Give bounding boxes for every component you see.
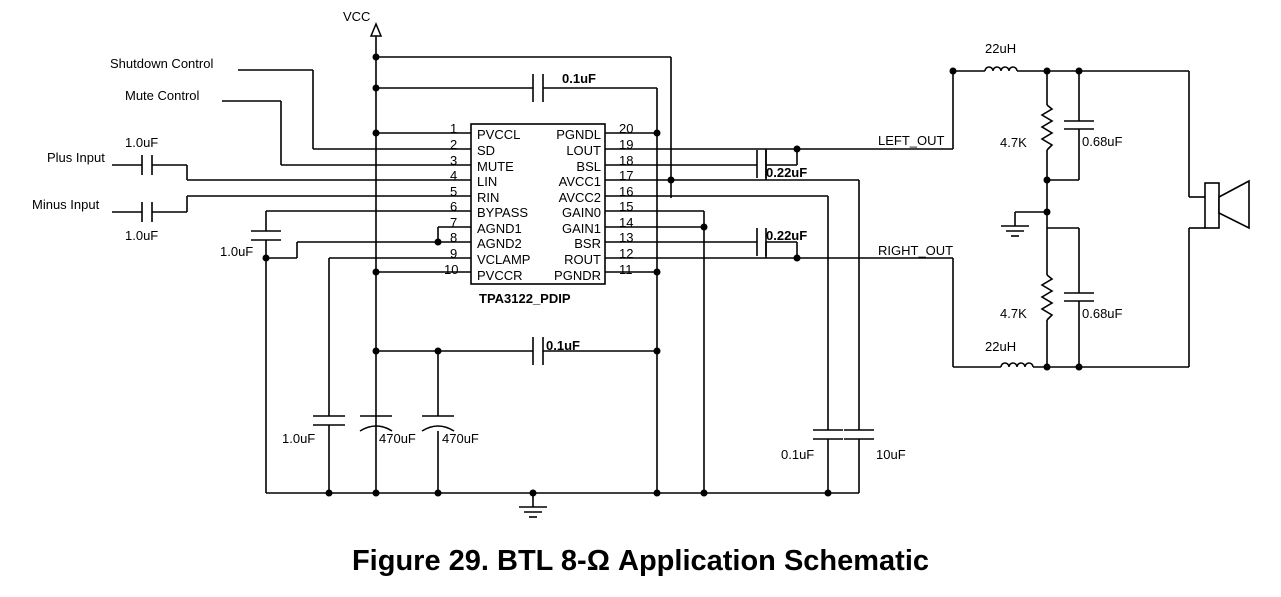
pin-name: AVCC2 bbox=[559, 190, 601, 205]
resistors bbox=[1040, 104, 1054, 321]
pin-number: 11 bbox=[619, 262, 633, 277]
pin-name: BYPASS bbox=[477, 205, 528, 220]
pin-name: VCLAMP bbox=[477, 252, 530, 267]
pin-name: GAIN0 bbox=[562, 205, 601, 220]
pin-name: AGND1 bbox=[477, 221, 522, 236]
pin-name: SD bbox=[477, 143, 495, 158]
right-out-label: RIGHT_OUT bbox=[878, 243, 953, 258]
l-left-value: 22uH bbox=[985, 41, 1016, 56]
pin-name: PVCCR bbox=[477, 268, 523, 283]
junction-dots bbox=[262, 53, 1083, 497]
pin-number: 3 bbox=[450, 153, 457, 168]
pin-name: ROUT bbox=[564, 252, 601, 267]
inductors bbox=[984, 66, 1034, 368]
inductor-right bbox=[1000, 362, 1034, 368]
pin-name: BSL bbox=[576, 159, 601, 174]
pin-name: RIN bbox=[477, 190, 499, 205]
pin-number: 5 bbox=[450, 184, 457, 199]
r-right-value: 4.7K bbox=[1000, 306, 1027, 321]
l-right-value: 22uH bbox=[985, 339, 1016, 354]
pin-number: 4 bbox=[450, 168, 457, 183]
speaker-icon bbox=[1204, 179, 1250, 230]
c-minus-value: 1.0uF bbox=[125, 228, 158, 243]
c-bsl-value: 0.22uF bbox=[766, 165, 807, 180]
ic-right-pin-names: PGNDL LOUT BSL AVCC1 AVCC2 GAIN0 GAIN1 B… bbox=[554, 127, 601, 283]
pin-number: 7 bbox=[450, 215, 457, 230]
c-bsr-value: 0.22uF bbox=[766, 228, 807, 243]
vcc-arrow bbox=[369, 22, 383, 37]
pin-number: 1 bbox=[450, 121, 457, 136]
pin-name: MUTE bbox=[477, 159, 514, 174]
minus-input-label: Minus Input bbox=[32, 197, 100, 212]
pin-name: LOUT bbox=[566, 143, 601, 158]
r-left-value: 4.7K bbox=[1000, 135, 1027, 150]
left-out-label: LEFT_OUT bbox=[878, 133, 945, 148]
c-bulk2-value: 470uF bbox=[442, 431, 479, 446]
shutdown-control-label: Shutdown Control bbox=[110, 56, 213, 71]
pin-name: PVCCL bbox=[477, 127, 520, 142]
ic-body bbox=[470, 123, 606, 285]
pin-name: GAIN1 bbox=[562, 221, 601, 236]
ic-name: TPA3122_PDIP bbox=[479, 291, 571, 306]
pin-number: 6 bbox=[450, 199, 457, 214]
vcc-label: VCC bbox=[343, 9, 370, 24]
pin-name: PGNDR bbox=[554, 268, 601, 283]
pin-name: BSR bbox=[574, 236, 601, 251]
c-filt-left-value: 0.68uF bbox=[1082, 134, 1123, 149]
pin-number: 2 bbox=[450, 137, 457, 152]
resistor-left bbox=[1040, 104, 1054, 151]
ic-left-pin-numbers: 1 2 3 4 5 6 7 8 9 10 bbox=[444, 121, 458, 277]
c-bulk1-value: 470uF bbox=[379, 431, 416, 446]
c-filt-right-value: 0.68uF bbox=[1082, 306, 1123, 321]
c-bypass-value: 1.0uF bbox=[220, 244, 253, 259]
ground-symbols bbox=[519, 225, 1029, 518]
pin-number: 9 bbox=[450, 246, 457, 261]
pin-name: LIN bbox=[477, 174, 497, 189]
pin-number: 8 bbox=[450, 230, 457, 245]
c-avcc1-value: 0.1uF bbox=[781, 447, 814, 462]
pin-name: AVCC1 bbox=[559, 174, 601, 189]
figure-caption: Figure 29. BTL 8-Ω Application Schematic bbox=[351, 545, 930, 577]
pin-name: AGND2 bbox=[477, 236, 522, 251]
component-values: 1.0uF 1.0uF 1.0uF 0.1uF 0.1uF 0.22uF 0.2… bbox=[125, 41, 1123, 462]
c-vclamp-value: 1.0uF bbox=[282, 431, 315, 446]
c-avcc2-value: 10uF bbox=[876, 447, 906, 462]
resistor-right bbox=[1040, 274, 1054, 321]
c-mid-value: 0.1uF bbox=[546, 338, 580, 353]
pin-number: 10 bbox=[444, 262, 458, 277]
net-labels: VCC Shutdown Control Mute Control Plus I… bbox=[32, 9, 953, 258]
ic-left-pin-names: PVCCL SD MUTE LIN RIN BYPASS AGND1 AGND2… bbox=[477, 127, 530, 283]
wires bbox=[112, 22, 1205, 507]
plus-input-label: Plus Input bbox=[47, 150, 105, 165]
inductor-left bbox=[984, 66, 1018, 72]
c-plus-value: 1.0uF bbox=[125, 135, 158, 150]
schematic-diagram: TPA3122_PDIP PVCCL SD MUTE LIN RIN BYPAS… bbox=[32, 9, 1250, 518]
c-top-value: 0.1uF bbox=[562, 71, 596, 86]
mute-control-label: Mute Control bbox=[125, 88, 200, 103]
capacitors bbox=[141, 74, 1094, 440]
pin-name: PGNDL bbox=[556, 127, 601, 142]
ic-right-pin-numbers: 20 19 18 17 16 15 14 13 12 11 bbox=[619, 121, 633, 277]
